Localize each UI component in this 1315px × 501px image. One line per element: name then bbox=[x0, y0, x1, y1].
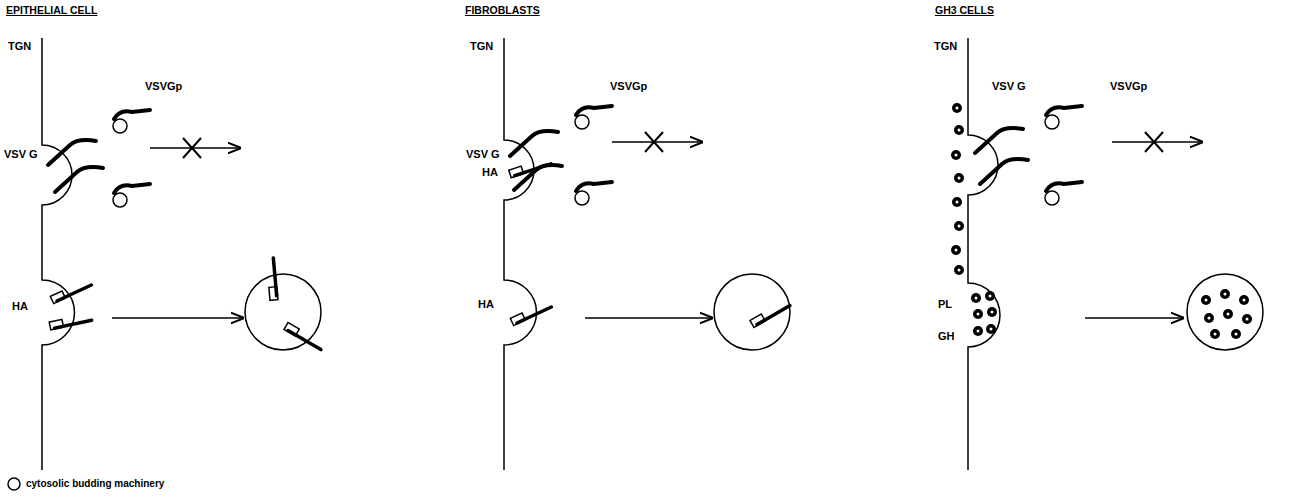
part-label: VSV G bbox=[992, 80, 1026, 93]
epithelial-panel bbox=[42, 38, 324, 470]
blocked-arrow bbox=[150, 147, 240, 149]
part-label: VSV G bbox=[466, 148, 500, 161]
gh3-panel bbox=[951, 38, 1263, 470]
ha-protein bbox=[284, 323, 324, 351]
cross-mark bbox=[183, 138, 201, 158]
transport-arrow bbox=[585, 317, 712, 319]
part-label: TGN bbox=[8, 40, 31, 53]
budding-machinery bbox=[113, 184, 150, 207]
tgn-membrane bbox=[504, 38, 537, 470]
panel-title: FIBROBLASTS bbox=[465, 4, 540, 17]
part-label: HA bbox=[478, 298, 494, 311]
budding-machinery bbox=[575, 106, 612, 129]
part-label: HA bbox=[482, 166, 498, 179]
ha-protein bbox=[266, 258, 278, 301]
part-label: GH bbox=[938, 330, 955, 343]
ha-protein bbox=[750, 300, 790, 328]
vsvg-protein bbox=[510, 131, 558, 156]
fibroblast-panel bbox=[504, 38, 790, 470]
tgn-membrane bbox=[42, 38, 75, 470]
transport-arrow bbox=[1085, 317, 1183, 319]
cross-mark bbox=[1145, 132, 1163, 152]
vsvg-protein bbox=[48, 140, 96, 165]
budding-machinery bbox=[575, 182, 612, 205]
vsvg-protein bbox=[980, 159, 1028, 184]
blocked-arrow bbox=[612, 141, 702, 143]
tgn-membrane bbox=[968, 38, 1000, 470]
vsvg-protein bbox=[975, 128, 1023, 153]
ha-protein bbox=[49, 313, 92, 330]
vesicle bbox=[245, 274, 321, 350]
part-label: TGN bbox=[934, 40, 957, 53]
ha-protein bbox=[509, 157, 551, 178]
ha-protein bbox=[50, 279, 91, 304]
secretory-granules bbox=[951, 103, 1252, 339]
part-label: VSVGp bbox=[145, 80, 182, 93]
part-label: PL bbox=[938, 298, 952, 311]
part-label: VSV G bbox=[4, 148, 38, 161]
vsvg-protein bbox=[55, 167, 103, 192]
panel-title: EPITHELIAL CELL bbox=[6, 4, 97, 17]
panel-title: GH3 CELLS bbox=[935, 4, 994, 17]
legend-sample bbox=[8, 478, 20, 490]
vesicle bbox=[1187, 274, 1263, 350]
ha-protein bbox=[510, 301, 551, 326]
blocked-arrow bbox=[1112, 141, 1202, 143]
part-label: TGN bbox=[470, 40, 493, 53]
budding-machinery bbox=[1045, 182, 1082, 205]
legend-text: cytosolic budding machinery bbox=[26, 477, 164, 490]
part-label: HA bbox=[12, 300, 28, 313]
budding-machinery bbox=[1045, 106, 1082, 129]
vesicle bbox=[714, 274, 790, 350]
cross-mark bbox=[645, 132, 663, 152]
part-label: VSVGp bbox=[610, 80, 647, 93]
transport-arrow bbox=[112, 317, 243, 319]
part-label: VSVGp bbox=[1110, 80, 1147, 93]
budding-machinery bbox=[113, 110, 150, 133]
